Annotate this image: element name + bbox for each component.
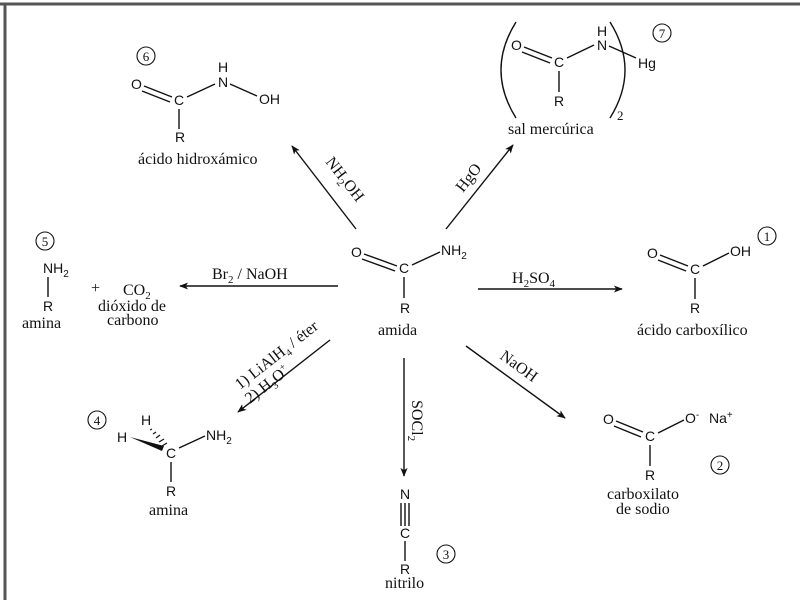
atom-c: C [554,54,564,70]
single-bond [178,435,206,449]
product-name: ácido carboxílico [637,322,748,339]
atom-c: C [166,445,176,461]
atom-r: R [554,93,564,109]
atom-oh: OH [730,243,751,259]
product-1-carboxylic-acid: H2SO4 O C OH R 1 ácido carboxílico [478,226,777,339]
reagent-socl2: SOCl2 [405,400,425,441]
double-bond-a [363,253,398,267]
atom-r: R [166,483,176,499]
double-bond-b [657,259,687,272]
number-circle [710,455,730,475]
arrow-lialh4 [237,339,331,413]
co2-name-line2: carbono [107,312,159,329]
atom-h: H [218,59,228,75]
plus-sign: + [91,280,100,297]
atom-h-top: H [141,412,151,428]
amide-structure: O C NH2 R amida [351,242,467,339]
reagent-h2so4: H2SO4 [512,270,556,290]
double-bond-a [143,85,173,98]
c-n-bond [186,83,216,98]
left-parenthesis [500,21,517,119]
atom-o: O [603,411,614,427]
number-circle [136,46,156,66]
atom-hg: Hg [638,55,656,71]
atom-h: H [597,23,607,39]
co2-name-line1: dióxido de [98,298,166,315]
number-circle [87,410,107,430]
product-number: 5 [42,234,49,249]
number-circle [35,231,55,251]
double-bond-b [361,258,396,272]
atom-o: O [511,37,522,53]
atom-r: R [690,300,700,316]
c-n-bond [566,44,595,59]
double-bond-a [659,254,689,267]
hashed-wedge-bond [149,428,168,447]
product-3-nitrile: SOCl2 N C R 3 nitrilo [385,358,456,592]
single-bond [657,419,685,434]
amide-name: amida [378,322,417,339]
product-number: 4 [94,413,101,428]
double-bond-a [615,420,644,433]
product-number: 2 [717,458,724,473]
single-bond [702,252,730,267]
product-name: amina [149,502,188,519]
atom-c: C [399,260,409,276]
double-bond-b [141,90,171,103]
double-bond-b [521,51,551,64]
atom-c: C [645,428,655,444]
atom-r: R [175,129,185,145]
co2-formula: CO2 [123,282,151,302]
arrow-naoh [465,345,566,419]
arrow-nh2oh [291,145,357,230]
double-bond-a [523,46,553,59]
product-number: 7 [659,26,666,41]
single-bond [411,251,441,266]
atom-r: R [645,467,655,483]
atom-na-plus: Na+ [709,410,733,426]
product-name-line2: de sodio [616,501,670,518]
atom-nh2: NH2 [206,427,232,447]
atom-c: C [400,525,410,541]
atom-h-left: H [117,429,127,445]
atom-n: N [218,74,228,90]
arrow-hgo [445,144,514,230]
number-circle [436,544,456,564]
product-name: sal mercúrica [508,121,594,138]
product-5-amine-co2: Br2 / NaOH 5 NH2 R amina + CO2 dióxido d… [22,231,338,332]
atom-nh2: NH2 [441,242,467,262]
atom-o: O [647,245,658,261]
atom-o: O [131,76,142,92]
atom-oh: OH [259,91,280,107]
right-parenthesis [609,21,626,119]
atom-c: C [174,92,184,108]
atom-c: C [690,261,700,277]
double-bond-b [613,425,642,438]
number-circle [652,23,672,43]
atom-r: R [43,298,53,314]
n-o-bond [229,83,258,97]
atom-n: N [597,37,607,53]
atom-n: N [400,486,410,502]
atom-o: O [351,244,362,260]
n-hg-bond [608,45,637,59]
product-number: 6 [143,49,150,64]
atom-r: R [400,300,410,316]
product-name: amina [22,315,61,332]
reagent-br2-naoh: Br2 / NaOH [212,266,288,286]
product-number: 3 [443,547,450,562]
product-name-line1: carboxilato [607,486,679,503]
atom-r: R [400,561,410,577]
atom-o-minus: O- [685,410,699,426]
number-circle [757,226,777,246]
atom-nh2: NH2 [43,260,69,280]
solid-wedge-bond [130,437,164,451]
count-subscript: 2 [617,108,624,123]
product-number: 1 [764,229,771,244]
product-name: nitrilo [385,575,424,592]
product-name: ácido hidroxámico [138,151,258,168]
